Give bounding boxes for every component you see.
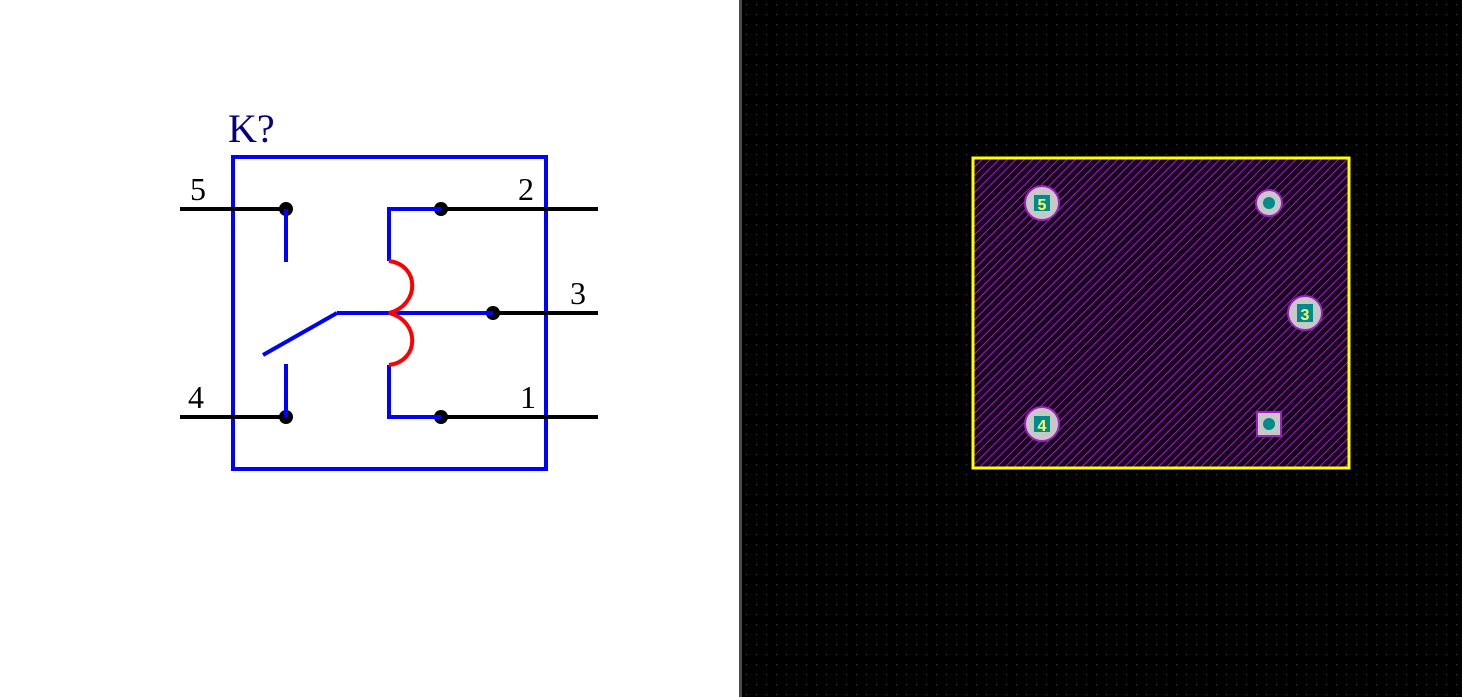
pin-2[interactable]: 2 xyxy=(434,171,598,216)
pad-label-3: 3 xyxy=(1301,307,1310,324)
pin-5[interactable]: 5 xyxy=(180,171,293,216)
pcb-view[interactable]: 5 3 4 xyxy=(742,0,1462,697)
schematic-view[interactable]: K? 5 2 3 xyxy=(0,0,739,697)
switch-contacts xyxy=(262,209,493,417)
relay-coil xyxy=(381,259,415,367)
schematic-canvas[interactable]: K? 5 2 3 xyxy=(0,0,739,697)
pin-4[interactable]: 4 xyxy=(180,379,293,424)
panel-divider[interactable] xyxy=(739,0,742,697)
pad-label-5: 5 xyxy=(1038,197,1047,214)
pin-3[interactable]: 3 xyxy=(486,275,598,320)
pin-number-4: 4 xyxy=(188,379,204,415)
pad-2[interactable] xyxy=(1255,189,1283,217)
coil-leads xyxy=(387,207,441,419)
designator-label[interactable]: K? xyxy=(228,106,275,151)
pad-5[interactable]: 5 xyxy=(1024,185,1060,221)
pad-label-4: 4 xyxy=(1038,418,1047,435)
pad-3[interactable]: 3 xyxy=(1287,295,1323,331)
pcb-canvas[interactable]: 5 3 4 xyxy=(742,0,1462,697)
pin-number-1: 1 xyxy=(520,379,536,415)
pad-4[interactable]: 4 xyxy=(1024,406,1060,442)
pin-number-5: 5 xyxy=(190,171,206,207)
pin-number-2: 2 xyxy=(518,171,534,207)
pad-1[interactable] xyxy=(1256,411,1282,437)
pin-number-3: 3 xyxy=(570,275,586,311)
pin-1[interactable]: 1 xyxy=(434,379,598,424)
